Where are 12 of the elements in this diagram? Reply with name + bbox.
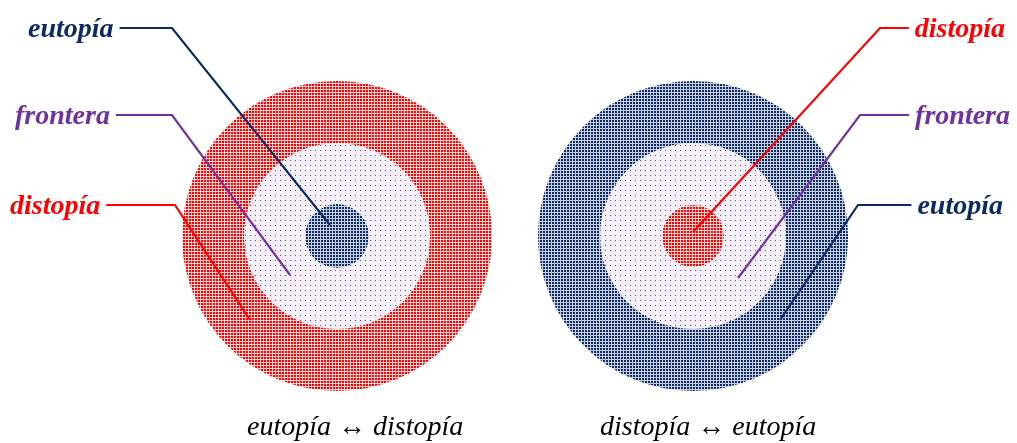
zone-label: frontera [15, 99, 110, 131]
leader-line [692, 26, 909, 233]
zone-label: eutopía [917, 189, 1003, 221]
zone-label: distopía [10, 189, 101, 221]
leader-line [119, 26, 331, 226]
caption-text: eutopía ↔ distopía [247, 410, 464, 442]
leader-line [106, 203, 251, 321]
zone-label: eutopía [28, 12, 114, 44]
leader-line [779, 203, 912, 321]
zone-label: distopía [914, 12, 1005, 44]
zone-label: frontera [915, 99, 1010, 131]
caption-text: distopía ↔ eutopía [600, 410, 817, 442]
